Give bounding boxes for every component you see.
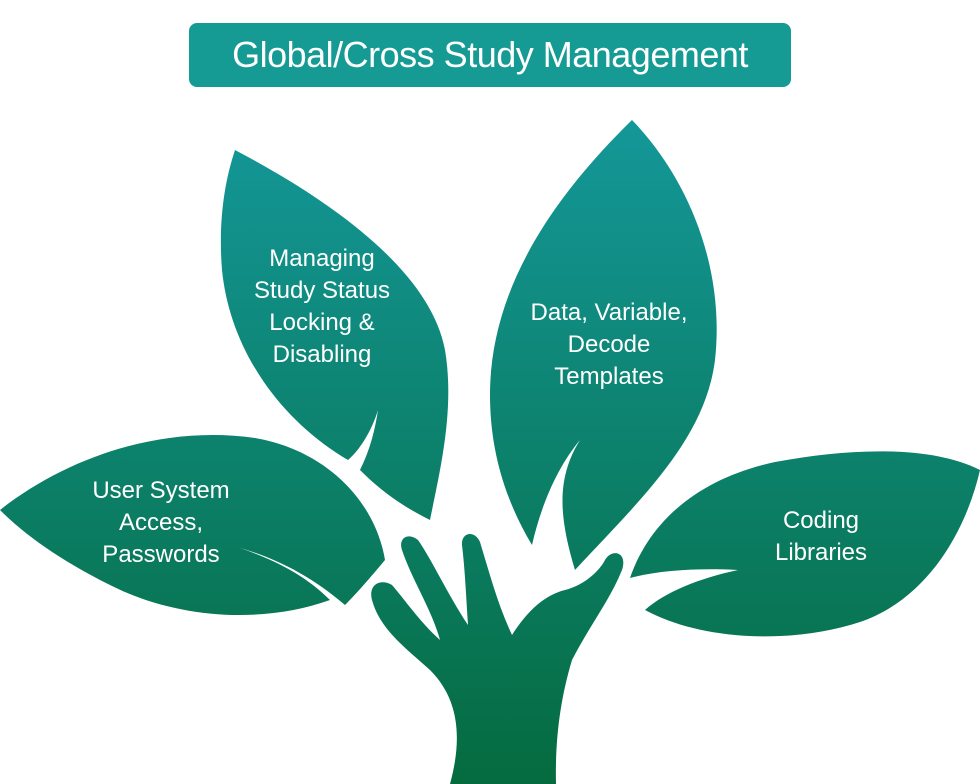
leaf-label-access: User System Access, Passwords [92, 477, 230, 568]
trunk-hand [371, 534, 624, 784]
leaf-coding [630, 451, 980, 637]
leaf-label-coding: Coding Libraries [774, 507, 868, 566]
title-banner: Global/Cross Study Management [189, 23, 791, 87]
leaf-templates [490, 120, 717, 570]
page-title: Global/Cross Study Management [232, 34, 748, 75]
leaf-access [0, 434, 385, 616]
leaf-status [220, 150, 449, 520]
leaf-label-templates: Data, Variable, Decode Templates [530, 299, 688, 390]
leaf-label-status: Managing Study Status Locking & Disablin… [253, 245, 391, 368]
